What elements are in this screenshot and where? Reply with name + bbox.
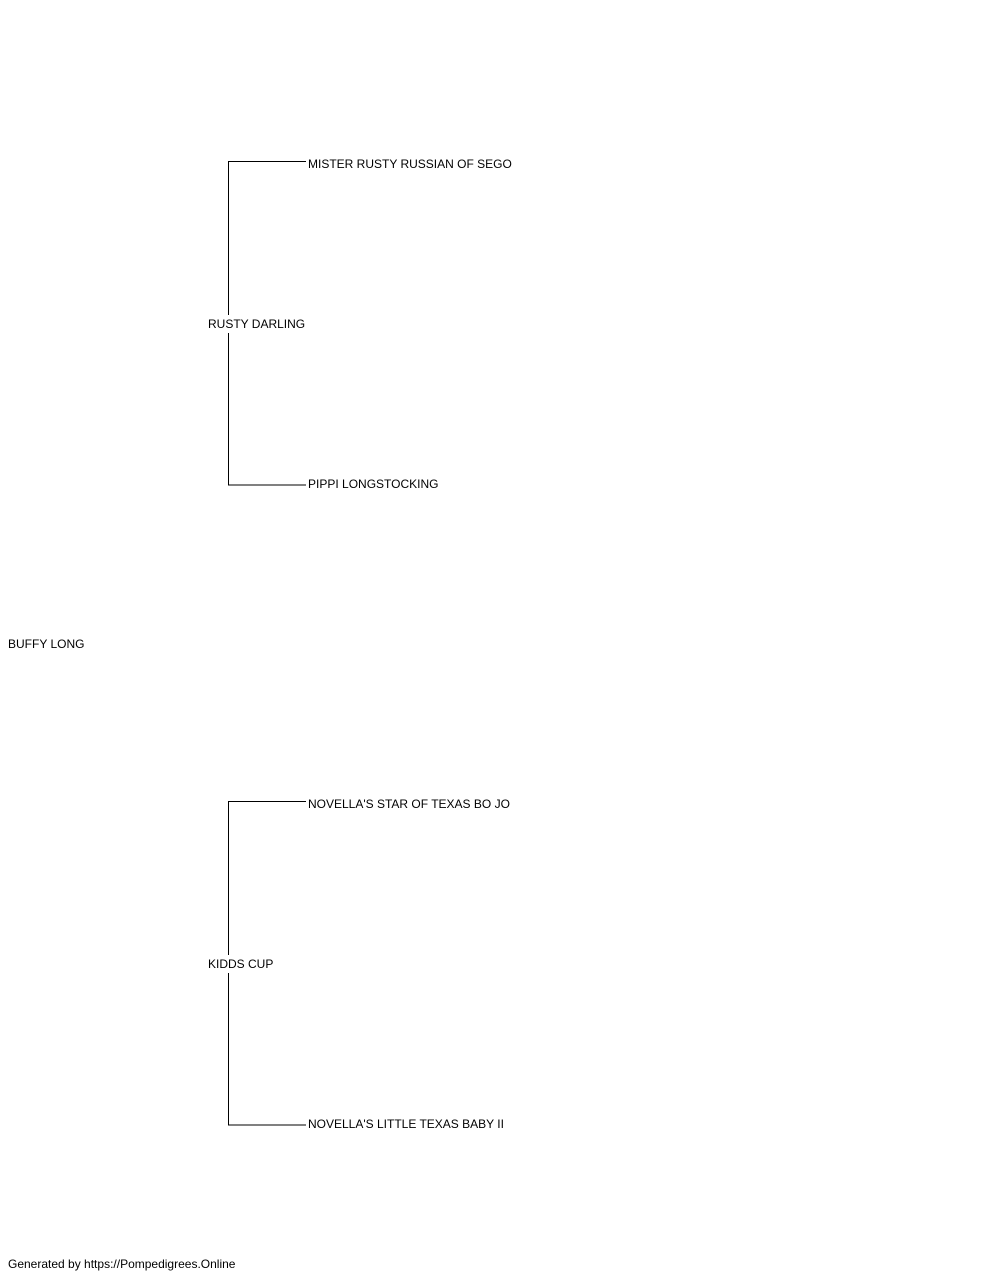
generated-by-footer: Generated by https://Pompedigrees.Online [8, 1257, 236, 1271]
sire-name: RUSTY DARLING [208, 315, 306, 333]
sire-dam-name: PIPPI LONGSTOCKING [308, 477, 439, 491]
dam-dam-name: NOVELLA'S LITTLE TEXAS BABY II [308, 1117, 504, 1131]
sire-sire-name: MISTER RUSTY RUSSIAN OF SEGO [308, 157, 512, 171]
dam-name: KIDDS CUP [208, 955, 274, 973]
subject-name: BUFFY LONG [8, 637, 85, 651]
dam-sire-name: NOVELLA'S STAR OF TEXAS BO JO [308, 797, 510, 811]
